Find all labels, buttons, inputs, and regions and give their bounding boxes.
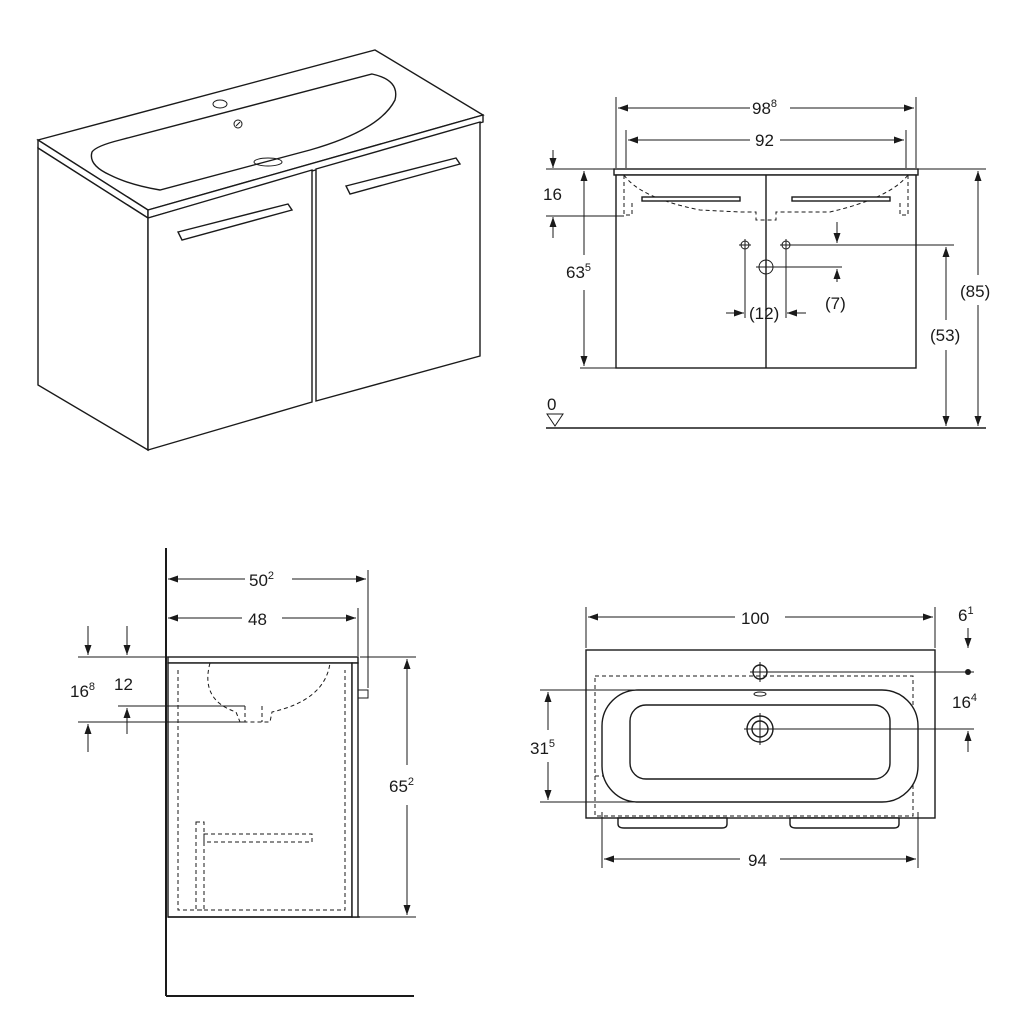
- front-drain-drop-label: (7): [825, 294, 846, 313]
- top-width-label: 100: [741, 609, 769, 628]
- front-width-total-label: 988: [752, 98, 777, 118]
- floor-level-label: 0: [547, 395, 556, 414]
- top-bowl-depth-label: 315: [530, 738, 555, 758]
- side-view: [78, 548, 416, 997]
- front-top-offset-label: 16: [543, 185, 562, 204]
- drain-marker-center: [756, 257, 776, 277]
- top-inner-width-label: 94: [748, 851, 767, 870]
- top-view: [540, 607, 974, 868]
- front-drain-height-label: (53): [930, 326, 960, 345]
- side-basin-depth-label: 168: [70, 681, 95, 701]
- top-tap-offset-label: 61: [958, 605, 974, 625]
- front-drain-spacing-label: (12): [749, 304, 779, 323]
- top-tap-to-drain-label: 164: [952, 692, 977, 712]
- front-width-inner-label: 92: [755, 131, 774, 150]
- isometric-view: [36, 49, 485, 452]
- drain-marker-left: [739, 239, 751, 251]
- front-view: [546, 97, 986, 429]
- side-drain-depth-label: 12: [114, 675, 133, 694]
- side-depth-inner-label: 48: [248, 610, 267, 629]
- front-body-height-label: 635: [566, 262, 591, 282]
- front-total-height-label: (85): [960, 282, 990, 301]
- side-depth-total-label: 502: [249, 570, 274, 590]
- side-body-height-label: 652: [389, 776, 414, 796]
